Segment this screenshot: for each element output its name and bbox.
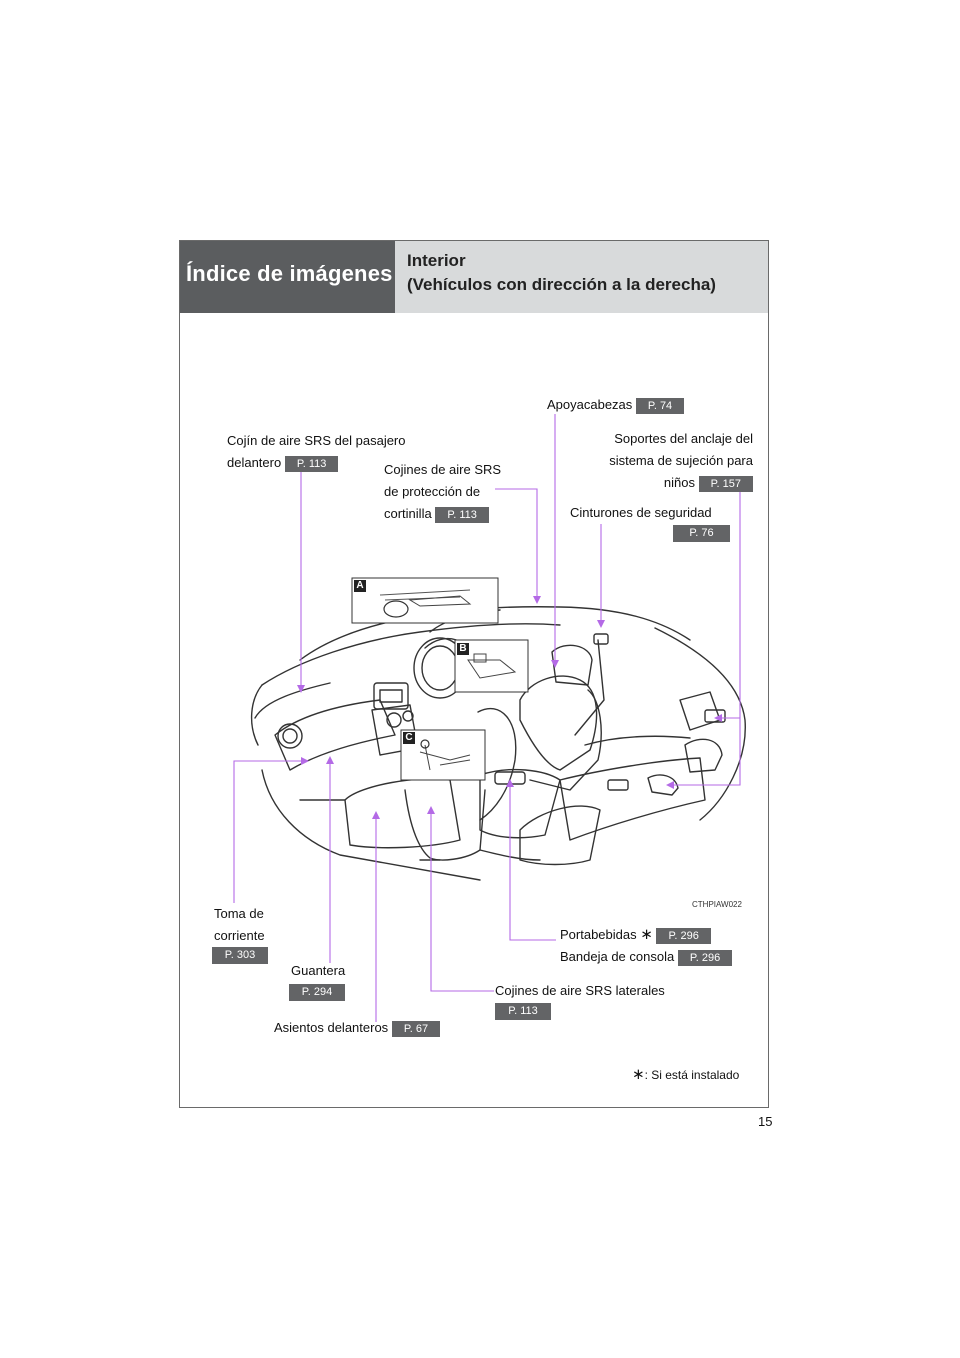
callout-seat-belts: Cinturones de seguridad xyxy=(570,502,712,524)
callout-label: niños xyxy=(663,475,695,490)
page-ref-seat-belts[interactable]: P. 76 xyxy=(673,525,730,542)
asterisk-mark: ∗ xyxy=(632,1066,645,1083)
header-title-box: Interior (Vehículos con dirección a la d… xyxy=(395,241,768,313)
page-ref-glove-box[interactable]: P. 294 xyxy=(289,984,345,1001)
callout-label: Bandeja de consola xyxy=(560,949,675,964)
page-ref-child-restraint[interactable]: P. 157 xyxy=(698,475,753,492)
page-ref-curtain-airbags[interactable]: P. 113 xyxy=(435,506,489,523)
page-number: 15 xyxy=(758,1114,773,1129)
section-title: Índice de imágenes xyxy=(186,261,393,286)
footnote: ∗: Si está instalado xyxy=(632,1064,739,1086)
detail-inset-c xyxy=(400,729,486,781)
inset-label-c: C xyxy=(403,732,415,744)
leader-arrowheads xyxy=(297,596,722,819)
leader-cup-holders xyxy=(509,783,556,941)
page-ref-power-outlet[interactable]: P. 303 xyxy=(212,947,268,964)
page-ref-passenger-airbag[interactable]: P. 113 xyxy=(284,455,339,472)
leader-curtain-airbags xyxy=(495,488,538,600)
callout-front-seats: Asientos delanteros P. 67 xyxy=(274,1017,441,1039)
leader-power-outlet xyxy=(233,760,305,903)
callout-label: Portabebidas xyxy=(560,927,637,942)
page-ref-cup-holders[interactable]: P. 296 xyxy=(656,927,711,944)
page-ref-side-airbags[interactable]: P. 113 xyxy=(495,1003,551,1020)
leader-child-restraint xyxy=(670,488,741,786)
section-tab: Índice de imágenes xyxy=(180,241,395,313)
callout-power-outlet: Toma de corriente xyxy=(214,903,265,947)
callout-label: corriente xyxy=(214,928,265,943)
page-ref-front-seats[interactable]: P. 67 xyxy=(391,1020,441,1037)
inset-label-a: A xyxy=(354,580,366,592)
asterisk-mark: ∗ xyxy=(640,926,653,943)
page-frame: Índice de imágenes Interior (Vehículos c… xyxy=(179,240,769,1108)
callout-label: de protección de xyxy=(384,484,481,499)
callout-label: Asientos delanteros xyxy=(274,1020,389,1035)
page-ref-console-tray[interactable]: P. 296 xyxy=(677,949,733,966)
callout-label: Cinturones de seguridad xyxy=(570,505,712,520)
page-ref-head-restraints[interactable]: P. 74 xyxy=(635,397,685,414)
callout-glove-box: Guantera xyxy=(291,960,345,982)
callout-label: Guantera xyxy=(291,963,346,978)
leader-side-airbags xyxy=(430,810,494,992)
callout-label: cortinilla xyxy=(384,506,432,521)
callout-label: Soportes del anclaje del xyxy=(614,431,753,446)
page-subtitle: (Vehículos con dirección a la derecha) xyxy=(407,275,716,294)
callout-label: Apoyacabezas xyxy=(547,397,633,412)
image-code: CTHPIAW022 xyxy=(692,900,742,909)
callout-side-airbags: Cojines de aire SRS laterales xyxy=(495,980,665,1002)
callout-label: Toma de xyxy=(214,906,264,921)
callout-passenger-airbag: Cojín de aire SRS del pasajero delantero… xyxy=(227,430,406,474)
callout-label: sistema de sujeción para xyxy=(609,453,753,468)
callout-console-tray: Bandeja de consola P. 296 xyxy=(560,946,733,968)
callout-child-restraint: Soportes del anclaje del sistema de suje… xyxy=(580,428,753,494)
page-title: Interior xyxy=(407,251,466,270)
inset-label-b: B xyxy=(457,643,469,655)
leader-lines xyxy=(233,414,741,1022)
callout-label: Cojín de aire SRS del pasajero xyxy=(227,433,406,448)
callout-curtain-airbags: Cojines de aire SRS de protección de cor… xyxy=(384,459,501,525)
callout-label: Cojines de aire SRS xyxy=(384,462,502,477)
callout-label: delantero xyxy=(227,455,282,470)
callout-label: Cojines de aire SRS laterales xyxy=(495,983,665,998)
callout-cup-holders: Portabebidas ∗ P. 296 xyxy=(560,924,711,946)
callout-head-restraints: Apoyacabezas P. 74 xyxy=(547,394,685,416)
footnote-text: : Si está instalado xyxy=(644,1068,740,1082)
car-outline xyxy=(250,606,746,881)
detail-inset-a xyxy=(351,577,499,624)
